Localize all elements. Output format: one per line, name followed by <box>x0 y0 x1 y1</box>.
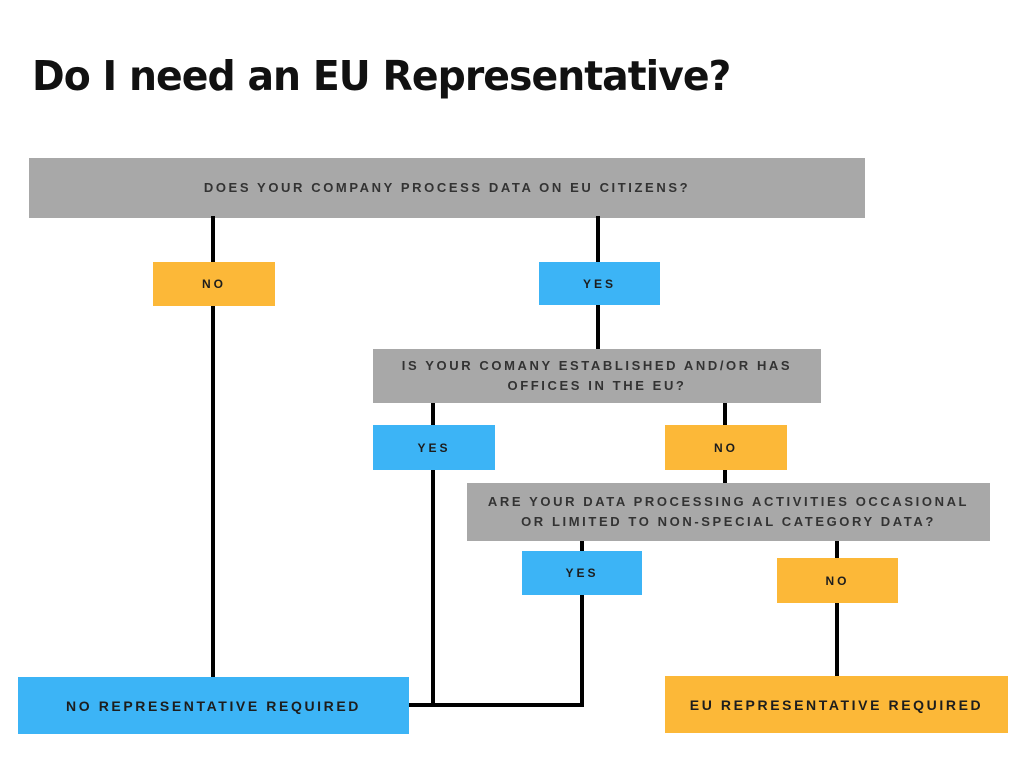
outcome-box-no-representative-required: NO REPRESENTATIVE REQUIRED <box>18 677 409 734</box>
branch-box-q2-yes: YES <box>373 425 495 470</box>
connector-q2-to-no <box>723 403 727 425</box>
connector-yes-to-q2 <box>596 305 600 349</box>
page-title: Do I need an EU Representative? <box>32 52 731 100</box>
connector-q2no-to-q3 <box>723 470 727 483</box>
connector-q3-to-no <box>835 541 839 558</box>
connector-q2-to-yes <box>431 403 435 425</box>
question-box-established-in-eu: IS YOUR COMANY ESTABLISHED AND/OR HAS OF… <box>373 349 821 403</box>
connector-no-to-outcome-left <box>211 306 215 677</box>
question-box-process-eu-data: DOES YOUR COMPANY PROCESS DATA ON EU CIT… <box>29 158 865 218</box>
question-box-occasional-processing: ARE YOUR DATA PROCESSING ACTIVITIES OCCA… <box>467 483 990 541</box>
branch-box-q3-yes: YES <box>522 551 642 595</box>
connector-join-to-outcome-left <box>409 703 584 707</box>
connector-q3no-to-outcome-right <box>835 603 839 676</box>
connector-q3-to-yes <box>580 540 584 551</box>
branch-box-q2-no: NO <box>665 425 787 470</box>
branch-box-q1-yes: YES <box>539 262 660 305</box>
connector-q2yes-to-join <box>431 470 435 707</box>
branch-box-q1-no: NO <box>153 262 275 306</box>
connector-q1-to-no <box>211 216 215 262</box>
branch-box-q3-no: NO <box>777 558 898 603</box>
connector-q1-to-yes <box>596 216 600 262</box>
outcome-box-eu-representative-required: EU REPRESENTATIVE REQUIRED <box>665 676 1008 733</box>
connector-q3yes-to-join <box>580 595 584 707</box>
